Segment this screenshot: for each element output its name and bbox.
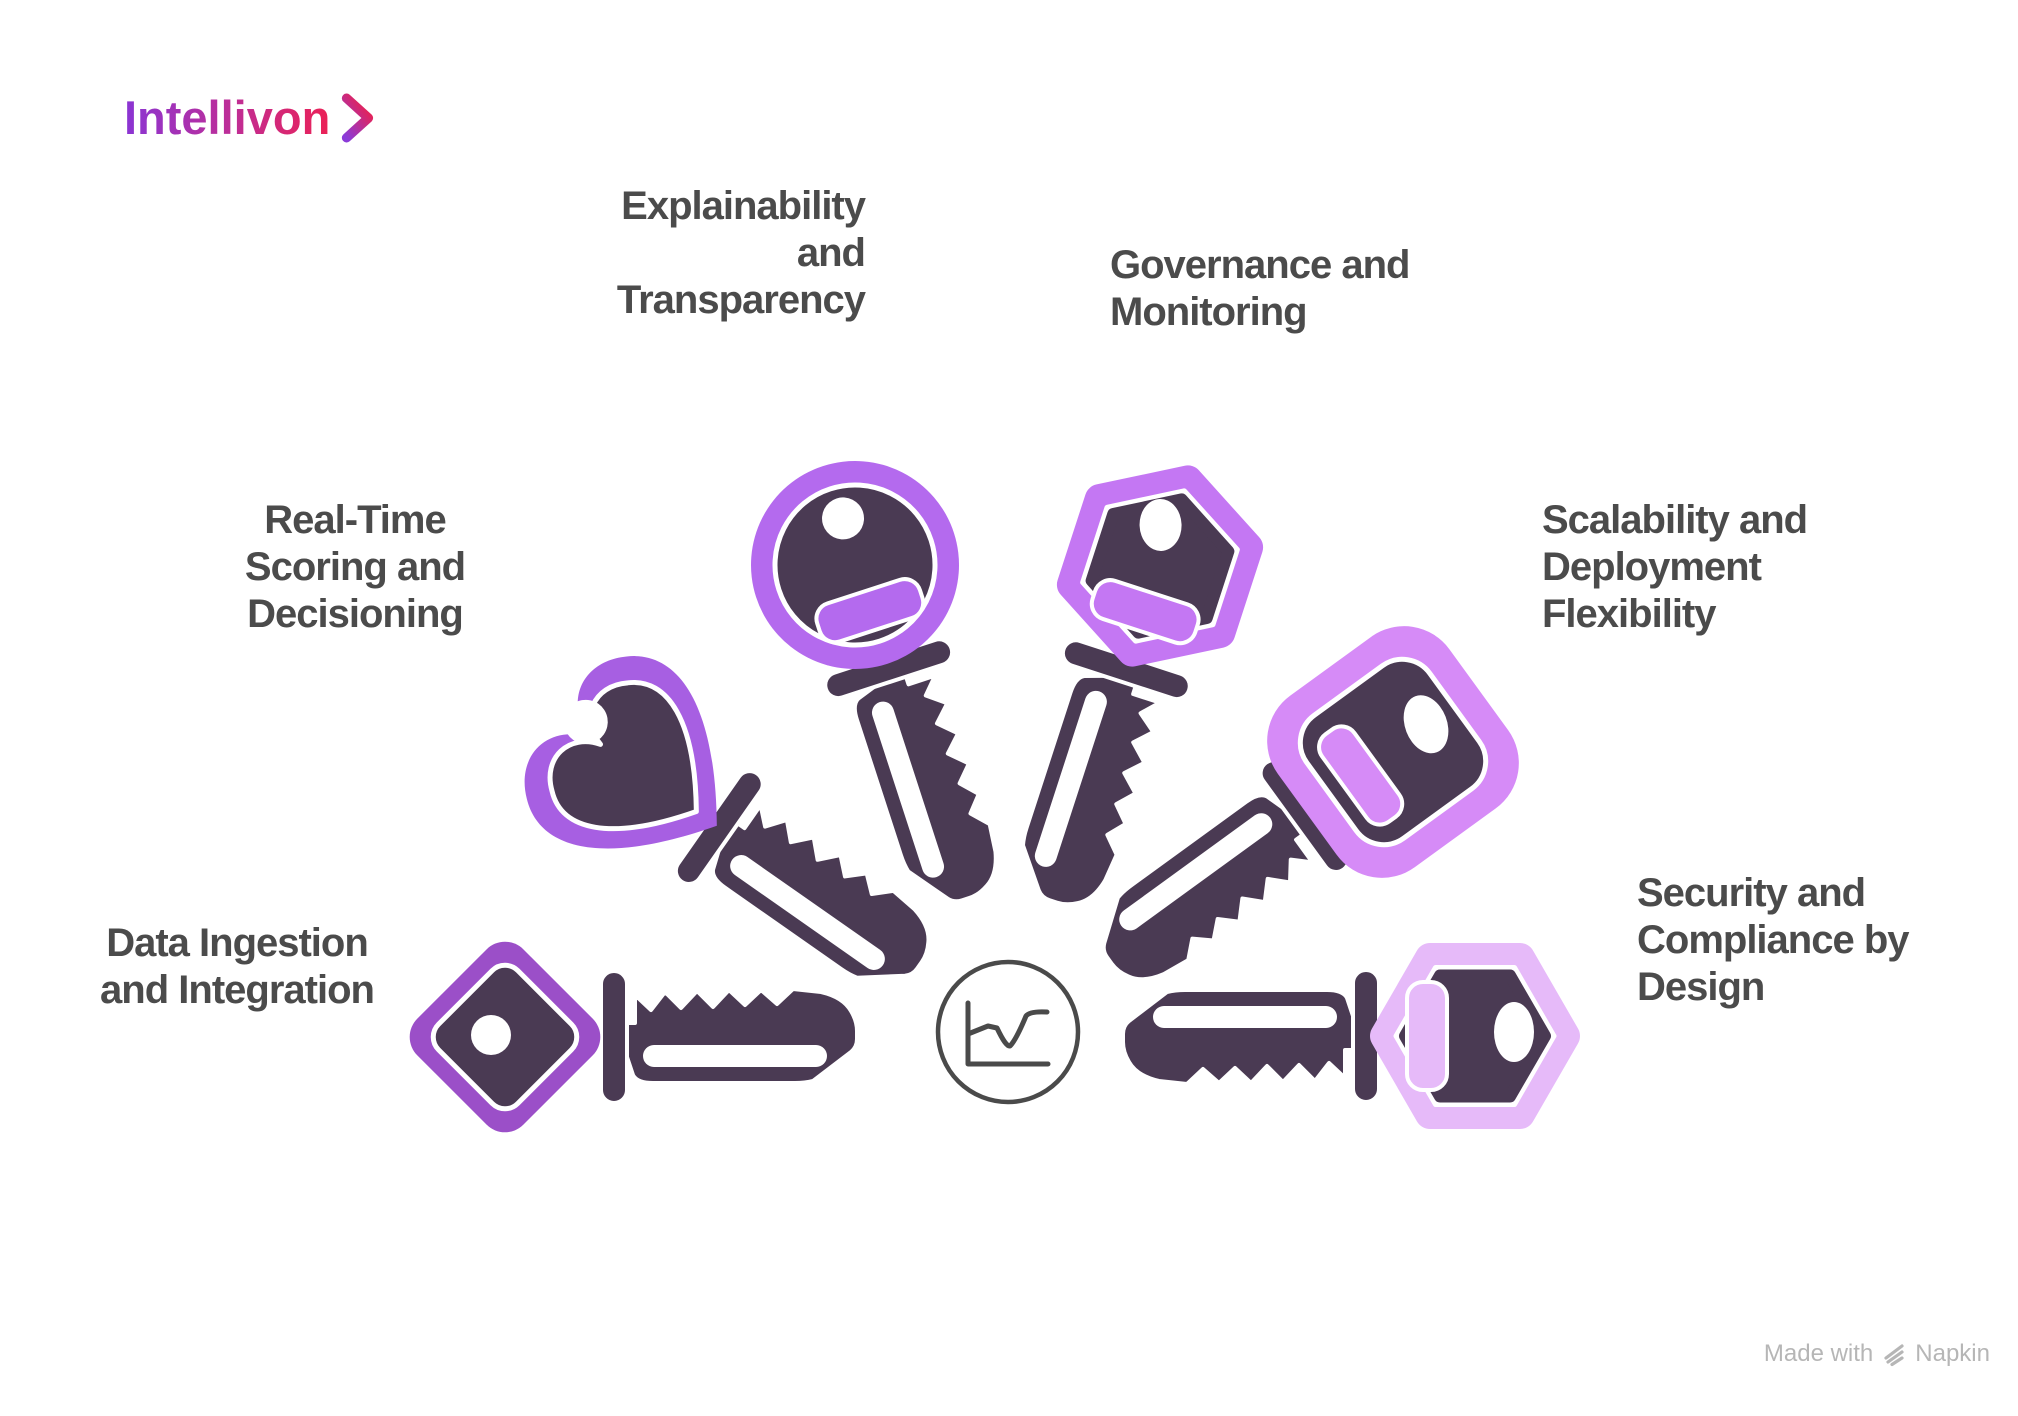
label-line: Flexibility	[1542, 592, 1717, 636]
label-line: Design	[1637, 965, 1765, 1009]
made-with-napkin: Made with Napkin	[1764, 1340, 1990, 1368]
intellivon-logo: Intellivon	[124, 90, 376, 145]
key-data-ingestion	[409, 941, 859, 1133]
label-scalability: Scalability and Deployment Flexibility	[1542, 497, 1962, 638]
logo-text: Intellivon	[124, 91, 331, 144]
label-line: Decisioning	[247, 592, 464, 636]
label-data-ingestion: Data Ingestion and Integration	[77, 920, 397, 1014]
label-line: Scalability and	[1542, 498, 1808, 542]
chevron-right-icon	[342, 93, 374, 142]
napkin-brand-text: Napkin	[1915, 1340, 1990, 1367]
label-real-time-scoring: Real-Time Scoring and Decisioning	[200, 497, 510, 638]
key-governance	[1005, 456, 1262, 918]
key-scalability	[1046, 626, 1519, 1045]
label-governance: Governance and Monitoring	[1110, 242, 1530, 336]
label-line: Security and	[1637, 871, 1866, 915]
label-line: Governance and	[1110, 243, 1410, 287]
label-line: Data Ingestion	[106, 921, 369, 965]
label-line: Explainability	[621, 184, 866, 228]
label-line: Scoring and	[244, 545, 466, 589]
key-security	[1121, 958, 1565, 1114]
label-explainability: Explainability and Transparency	[455, 183, 866, 324]
made-with-text: Made with	[1763, 1340, 1874, 1367]
label-security: Security and Compliance by Design	[1637, 870, 2018, 1011]
label-line: Compliance by	[1637, 918, 1910, 962]
key-explainability	[751, 461, 1012, 916]
label-line: Transparency	[616, 278, 866, 322]
center-line-chart-icon	[935, 959, 1081, 1105]
label-line: Real-Time	[264, 498, 446, 542]
key-real-time-scoring	[500, 631, 948, 1007]
label-line: Deployment	[1542, 545, 1762, 589]
label-line: Monitoring	[1110, 290, 1308, 334]
label-line: and Integration	[100, 968, 375, 1012]
napkin-icon	[1884, 1344, 1904, 1367]
label-line: and	[796, 231, 866, 275]
